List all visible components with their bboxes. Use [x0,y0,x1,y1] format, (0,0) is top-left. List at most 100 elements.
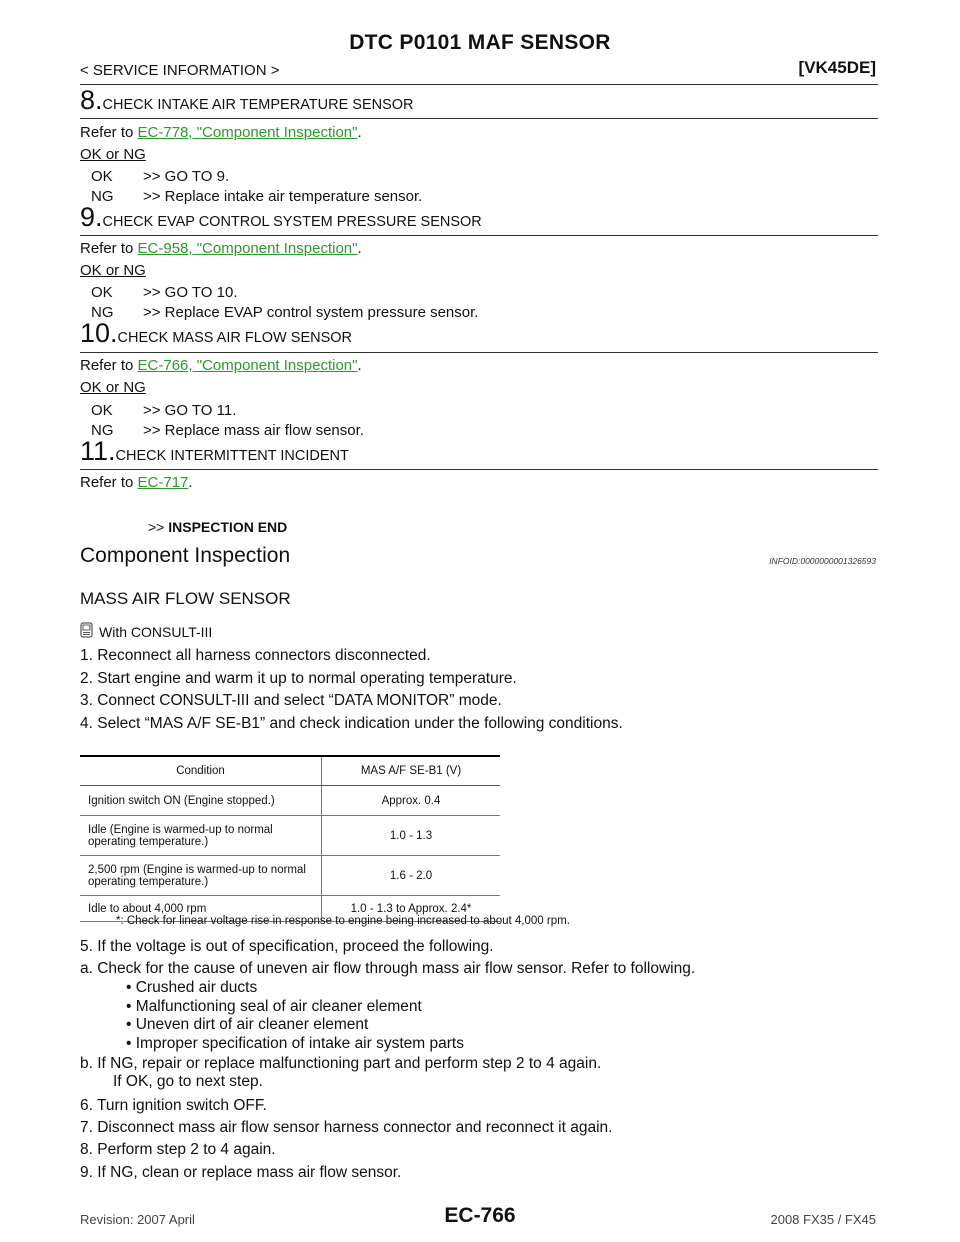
revision-label: Revision: 2007 April [80,1212,195,1227]
info-id: INFOID:0000000001326593 [769,556,876,566]
list-item: • Malfunctioning seal of air cleaner ele… [126,997,422,1015]
ng-key: NG [91,188,114,205]
table-cell: Ignition switch ON (Engine stopped.) [80,785,322,816]
inspection-end: >> INSPECTION END [148,519,287,535]
page-number: EC-766 [444,1204,516,1227]
table-cell: 1.6 - 2.0 [321,855,500,896]
step-10-heading: 10.CHECK MASS AIR FLOW SENSOR [80,318,352,349]
step-title: CHECK INTERMITTENT INCIDENT [115,448,349,464]
reference-link[interactable]: EC-958, "Component Inspection" [137,240,358,257]
step-9-results: OK >> GO TO 10. NG >> Replace EVAP control… [91,283,478,323]
consult-label: With CONSULT-III [99,623,213,640]
table-row: Ignition switch ON (Engine stopped.) App… [80,785,500,816]
ng-result: >> Replace EVAP control system pressure … [143,304,479,321]
reference-link[interactable]: EC-778, "Component Inspection" [137,124,358,141]
procedure-step: 2. Start engine and warm it up to normal… [80,670,517,687]
ok-key: OK [91,402,113,419]
table-cell: Idle (Engine is warmed-up to normal oper… [80,815,322,856]
ng-key: NG [91,422,114,439]
step-9-refer: Refer to EC-958, "Component Inspection". [80,240,362,257]
ng-result: >> Replace mass air flow sensor. [143,422,364,439]
refer-prefix: Refer to [80,124,138,141]
ok-result: >> GO TO 9. [143,168,230,185]
list-item: • Crushed air ducts [126,979,258,996]
step-8-refer: Refer to EC-778, "Component Inspection". [80,124,362,141]
cause-list: • Crushed air ducts • Malfunctioning sea… [126,979,464,1053]
sub-heading: MASS AIR FLOW SENSOR [80,589,291,608]
step-title: CHECK MASS AIR FLOW SENSOR [117,330,353,346]
ok-or-ng-label: OK or NG [80,379,146,396]
procedure-step: 1. Reconnect all harness connectors disc… [80,647,431,664]
step-divider [80,352,878,353]
page-title: DTC P0101 MAF SENSOR [349,31,611,54]
list-item: • Improper specification of intake air s… [126,1034,464,1052]
step-number: 9. [80,202,103,232]
refer-prefix: Refer to [80,357,138,374]
step-9-heading: 9.CHECK EVAP CONTROL SYSTEM PRESSURE SEN… [80,202,482,233]
procedure-step: b. If NG, repair or replace malfunctioni… [80,1055,602,1072]
table-cell: 1.0 - 1.3 [321,815,500,856]
refer-prefix: Refer to [80,240,138,257]
refer-prefix: Refer to [80,474,138,491]
procedure-step-continuation: If OK, go to next step. [113,1073,263,1090]
ng-key: NG [91,304,114,321]
step-11-heading: 11.CHECK INTERMITTENT INCIDENT [80,436,349,467]
procedure-step: 5. If the voltage is out of specificatio… [80,938,494,955]
step-title: CHECK INTAKE AIR TEMPERATURE SENSOR [102,97,414,113]
ok-key: OK [91,168,113,185]
column-header: MAS A/F SE-B1 (V) [321,755,500,786]
table-row: 2,500 rpm (Engine is warmed-up to normal… [80,855,500,896]
end-text: INSPECTION END [168,519,288,535]
step-8-results: OK >> GO TO 9. NG >> Replace intake air te… [91,167,422,207]
ok-key: OK [91,284,113,301]
step-number: 11. [80,436,116,466]
ok-result: >> GO TO 11. [143,402,237,419]
ok-result: >> GO TO 10. [143,284,238,301]
list-item: • Uneven dirt of air cleaner element [126,1016,369,1033]
refer-suffix: . [357,124,362,141]
step-11-refer: Refer to EC-717. [80,474,193,491]
consult-note: With CONSULT-III [80,622,212,641]
ok-or-ng-label: OK or NG [80,146,146,163]
step-8-heading: 8.CHECK INTAKE AIR TEMPERATURE SENSOR [80,85,414,116]
refer-suffix: . [357,240,362,257]
step-divider [80,235,878,236]
step-10-refer: Refer to EC-766, "Component Inspection". [80,357,362,374]
procedure-step: a. Check for the cause of uneven air flo… [80,960,696,977]
reference-link[interactable]: EC-717 [137,474,189,491]
procedure-step: 7. Disconnect mass air flow sensor harne… [80,1119,613,1136]
table-cell: Approx. 0.4 [321,785,500,816]
step-number: 10. [80,318,118,348]
table-cell: Idle to about 4,000 rpm [80,895,322,922]
reference-link[interactable]: EC-766, "Component Inspection" [137,357,358,374]
table-header-row: Condition MAS A/F SE-B1 (V) [80,755,500,786]
end-arrow: >> [148,519,165,535]
procedure-step: 9. If NG, clean or replace mass air flow… [80,1164,402,1181]
procedure-step: 8. Perform step 2 to 4 again. [80,1141,276,1158]
engine-model-label: [VK45DE] [798,58,876,77]
section-heading: Component Inspection [80,544,291,567]
spec-table: Condition MAS A/F SE-B1 (V) Ignition swi… [80,755,500,922]
refer-suffix: . [357,357,362,374]
service-info-label: < SERVICE INFORMATION > [80,62,280,79]
step-title: CHECK EVAP CONTROL SYSTEM PRESSURE SENSO… [102,214,482,230]
model-year-label: 2008 FX35 / FX45 [770,1212,876,1227]
consult-tool-icon [80,622,93,641]
step-divider [80,118,878,119]
header-divider [80,84,878,85]
table-row: Idle to about 4,000 rpm 1.0 - 1.3 to App… [80,895,500,922]
step-divider [80,469,878,470]
step-number: 8. [80,85,103,115]
step-10-results: OK >> GO TO 11. NG >> Replace mass air flo… [91,401,364,441]
refer-suffix: . [188,474,193,491]
procedure-step: 4. Select “MAS A/F SE-B1” and check indi… [80,715,623,732]
table-cell: 1.0 - 1.3 to Approx. 2.4* [321,895,500,922]
column-header: Condition [80,755,322,786]
procedure-step: 3. Connect CONSULT-III and select “DATA … [80,692,502,709]
table-footnote: *: Check for linear voltage rise in resp… [116,915,570,927]
table-cell: 2,500 rpm (Engine is warmed-up to normal… [80,855,322,896]
ng-result: >> Replace intake air temperature sensor… [143,188,423,205]
procedure-step: 6. Turn ignition switch OFF. [80,1097,267,1114]
ok-or-ng-label: OK or NG [80,262,146,279]
table-row: Idle (Engine is warmed-up to normal oper… [80,815,500,856]
